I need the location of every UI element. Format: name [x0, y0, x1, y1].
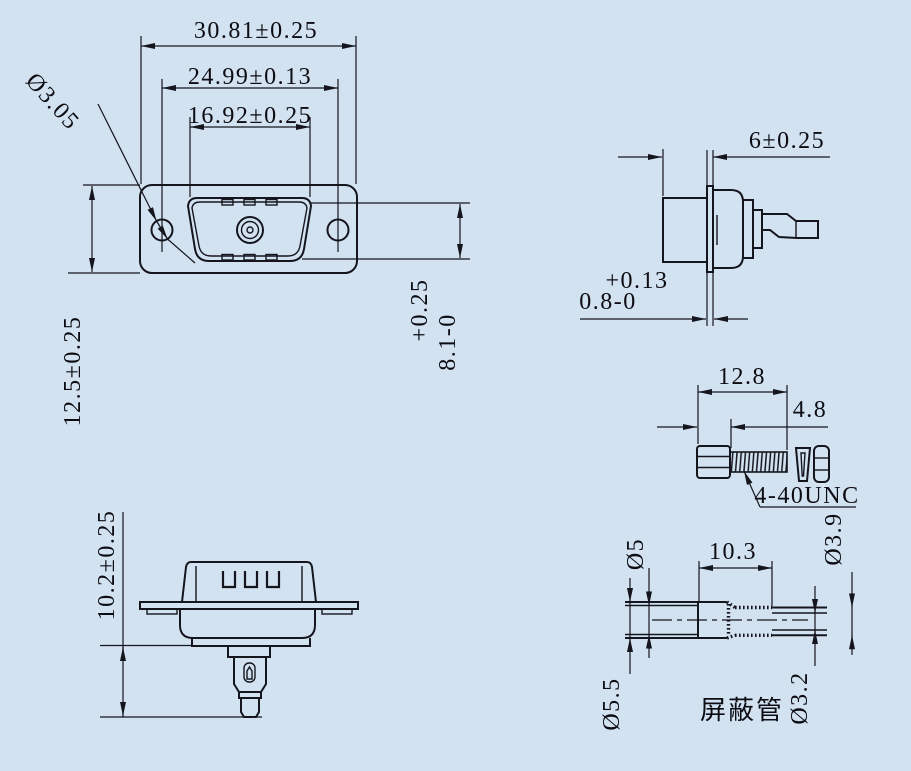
coax-contact-mid — [240, 220, 260, 240]
dim-width-outer — [140, 36, 357, 184]
pin-mid — [233, 657, 267, 693]
screw-thread — [729, 451, 788, 473]
body-top-view — [179, 608, 316, 639]
contact-notch — [221, 198, 234, 206]
dim-inner-dia-large-label: Ø5 — [623, 537, 649, 571]
dim-opening-width — [189, 117, 311, 197]
dim-opening-width-label: 16.92±0.25 — [187, 103, 313, 129]
coax-contact-outer — [236, 216, 264, 244]
dim-opening-height-tol-label: +0.25 — [407, 278, 433, 342]
bottom-view — [100, 512, 359, 718]
dim-flange-thickness-label: 0.8-0 — [579, 289, 637, 315]
flange-outline — [139, 184, 358, 274]
shield-tube-label: 屏蔽管 — [699, 696, 785, 725]
dim-flange-thickness — [580, 272, 748, 326]
rear-step-1 — [742, 199, 754, 259]
dim-knurl-length — [698, 561, 773, 606]
screw-head — [696, 445, 731, 479]
dim-inner-dia-small-label: Ø3.2 — [787, 671, 813, 725]
flange-top-view — [139, 601, 359, 610]
shell-top-view — [180, 561, 318, 603]
pin-neck — [238, 692, 262, 699]
contact-notch — [265, 253, 278, 261]
contact-notch — [243, 198, 256, 206]
pin-tip — [240, 698, 260, 718]
dim-knurl-length-label: 10.3 — [709, 539, 757, 565]
pin-slot — [243, 662, 256, 683]
flange-tab-left — [146, 608, 178, 615]
contact-slot — [243, 571, 259, 589]
knurl-taper — [726, 633, 736, 640]
dim-hole-spacing — [161, 79, 339, 252]
screw-view — [657, 385, 856, 508]
leader-hole-diameter — [97, 103, 196, 264]
contact-slot — [265, 571, 281, 589]
side-view — [580, 149, 830, 326]
dim-head-length-label: 4.8 — [792, 397, 828, 423]
dim-hole-spacing-label: 24.99±0.13 — [187, 64, 313, 90]
coax-contact-pin — [246, 226, 254, 234]
contact-notch — [221, 253, 234, 261]
front-view — [68, 36, 470, 274]
dim-width-outer-label: 30.81±0.25 — [193, 18, 319, 44]
dim-overall-length — [697, 385, 788, 450]
dim-shell-depth — [618, 149, 830, 196]
flange-tab-right — [321, 608, 353, 615]
dim-tail-length — [100, 512, 262, 718]
contact-notch — [265, 198, 278, 206]
body-step — [191, 638, 311, 647]
pin-base — [227, 645, 271, 658]
screw-slot-end-view — [794, 447, 812, 482]
flange-plate — [706, 185, 714, 273]
dim-head-length — [657, 419, 828, 448]
dim-outer-dia-large-label: Ø5.5 — [599, 677, 625, 731]
dim-opening-height — [302, 202, 470, 260]
contact-slot — [221, 571, 237, 589]
rear-step-2 — [752, 209, 763, 249]
thread-spec-label: 4-40UNC — [754, 483, 860, 509]
shield-tube-view — [625, 561, 855, 674]
shell-body — [662, 197, 708, 263]
d-opening-outer — [186, 197, 313, 262]
dim-height — [68, 184, 140, 274]
d-opening-inner — [191, 201, 308, 257]
screw-hex-end-view — [813, 445, 830, 483]
contact-notch — [243, 253, 256, 261]
leader-thread-spec — [743, 470, 856, 508]
dim-overall-length-label: 12.8 — [718, 364, 766, 390]
dim-flange-tol-label: +0.13 — [605, 268, 669, 294]
dim-tail-length-label: 10.2±0.25 — [94, 509, 120, 621]
knurl-taper — [726, 600, 736, 609]
dim-shell-depth-label: 6±0.25 — [748, 128, 826, 154]
dim-height-label: 12.5±0.25 — [60, 315, 86, 427]
dim-opening-height-label: 8.1-0 — [435, 313, 461, 371]
dim-outer-dia-small-label: Ø3.9 — [821, 512, 847, 566]
terminal-pin — [762, 213, 819, 239]
